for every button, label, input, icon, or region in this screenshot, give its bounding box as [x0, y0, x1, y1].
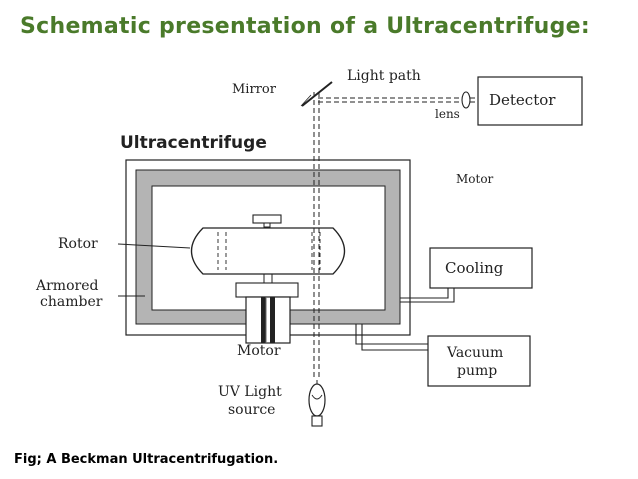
uv-light-source — [308, 380, 326, 427]
motor-bottom-label: Motor — [237, 343, 281, 359]
source-label: source — [228, 402, 275, 418]
vacuum-pump — [355, 324, 531, 387]
slide-title: Schematic presentation of a Ultracentrif… — [20, 14, 590, 39]
lens-label: lens — [435, 107, 460, 121]
drive-motor — [245, 296, 291, 344]
rotor — [190, 214, 346, 298]
figure-caption: Fig; A Beckman Ultracentrifugation. — [14, 452, 279, 467]
detector-box — [477, 76, 583, 126]
uv-light-label: UV Light — [218, 384, 282, 400]
mirror — [301, 81, 333, 107]
cooling-label: Cooling — [445, 259, 504, 277]
chamber-label: chamber — [40, 294, 103, 310]
pump-label: pump — [457, 363, 497, 379]
mirror-label: Mirror — [232, 82, 277, 97]
ultracentrifuge-heading: Ultracentrifuge — [120, 133, 267, 153]
armored-label: Armored — [35, 278, 98, 294]
vacuum-label: Vacuum — [446, 345, 503, 361]
light-path-label: Light path — [347, 68, 421, 84]
light-path — [313, 92, 478, 380]
detector-label: Detector — [489, 91, 556, 109]
lens — [461, 91, 471, 109]
rotor-label: Rotor — [58, 236, 98, 252]
motor-top-label: Motor — [456, 172, 494, 186]
cooling-unit — [400, 247, 533, 303]
